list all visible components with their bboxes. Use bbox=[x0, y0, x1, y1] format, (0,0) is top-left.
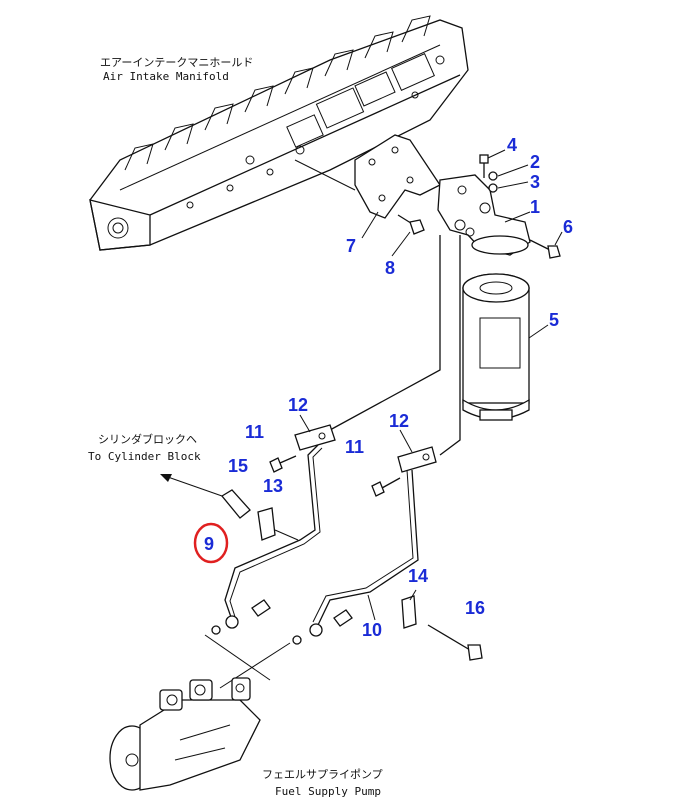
fuel-supply-pump[interactable] bbox=[109, 677, 261, 791]
callout-16[interactable]: 16 bbox=[465, 598, 485, 618]
pump-caption-jp: フェエルサプライポンプ bbox=[262, 768, 383, 781]
eye-bolt-fittings[interactable] bbox=[204, 599, 353, 689]
to-cylinder-block-arrow bbox=[160, 474, 223, 497]
callout-4[interactable]: 4 bbox=[507, 135, 517, 155]
fuel-tube-10[interactable] bbox=[312, 469, 419, 626]
callout-9[interactable]: 9 bbox=[204, 534, 214, 554]
plug-4[interactable] bbox=[479, 154, 489, 178]
bolt-11a[interactable] bbox=[269, 455, 297, 473]
clip-bracket-12a[interactable] bbox=[294, 424, 336, 451]
callout-1[interactable]: 1 bbox=[530, 197, 540, 217]
bracket[interactable] bbox=[354, 134, 441, 219]
pump-caption-en: Fuel Supply Pump bbox=[275, 785, 381, 798]
callout-2[interactable]: 2 bbox=[530, 152, 540, 172]
bolt-16[interactable] bbox=[427, 624, 483, 661]
clip-13[interactable] bbox=[257, 507, 299, 541]
callout-12a[interactable]: 12 bbox=[288, 395, 308, 415]
bolt-8[interactable] bbox=[397, 214, 425, 235]
fuel-tube-9[interactable] bbox=[224, 444, 323, 621]
washer-3[interactable] bbox=[488, 183, 498, 193]
callout-11a[interactable]: 11 bbox=[245, 422, 264, 442]
block-caption-jp: シリンダブロックヘ bbox=[98, 432, 197, 446]
bolt-11b[interactable] bbox=[371, 477, 401, 497]
callout-15[interactable]: 15 bbox=[228, 456, 248, 476]
manifold-caption-jp: エアーインテークマニホールド bbox=[100, 56, 253, 69]
block-caption-en: To Cylinder Block bbox=[88, 450, 201, 463]
highlight-circle[interactable] bbox=[193, 522, 229, 564]
callout-13[interactable]: 13 bbox=[263, 476, 283, 496]
manifold-caption-en: Air Intake Manifold bbox=[103, 70, 229, 83]
callout-5[interactable]: 5 bbox=[549, 310, 559, 330]
callout-12b[interactable]: 12 bbox=[389, 411, 409, 431]
air-intake-manifold[interactable] bbox=[89, 15, 469, 251]
clip-bracket-12b[interactable] bbox=[397, 446, 437, 473]
callout-3[interactable]: 3 bbox=[530, 172, 540, 192]
cap-15[interactable] bbox=[221, 489, 251, 519]
bracket-14[interactable] bbox=[401, 595, 417, 629]
callout-8[interactable]: 8 bbox=[385, 258, 395, 278]
callout-6[interactable]: 6 bbox=[563, 217, 573, 237]
callout-leaders bbox=[299, 149, 563, 621]
washer-2[interactable] bbox=[488, 171, 498, 181]
fuel-filter[interactable] bbox=[462, 273, 530, 421]
callout-10[interactable]: 10 bbox=[362, 620, 382, 640]
bolt-6[interactable] bbox=[529, 239, 561, 259]
callout-14[interactable]: 14 bbox=[408, 566, 428, 586]
filter-head[interactable] bbox=[437, 174, 531, 256]
callout-7[interactable]: 7 bbox=[346, 236, 356, 256]
callout-11b[interactable]: 11 bbox=[345, 437, 364, 457]
